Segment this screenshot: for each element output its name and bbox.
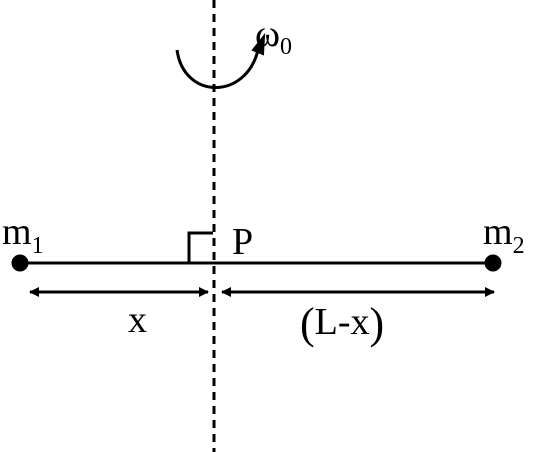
distance-x-label: x (128, 299, 147, 341)
mass-1-label: m1 (2, 211, 44, 259)
rotation-arrow-head (251, 32, 266, 56)
mass-1-dot (11, 254, 29, 272)
rotation-arrow (175, 49, 260, 89)
pivot-point-label: P (232, 221, 253, 263)
right-angle-marker (187, 231, 213, 263)
angular-velocity-label: ω0 (255, 13, 292, 60)
distance-l-minus-x-label: (L-x) (300, 299, 384, 348)
mass-2-dot (484, 254, 502, 272)
mass-2-label: m2 (483, 211, 525, 259)
